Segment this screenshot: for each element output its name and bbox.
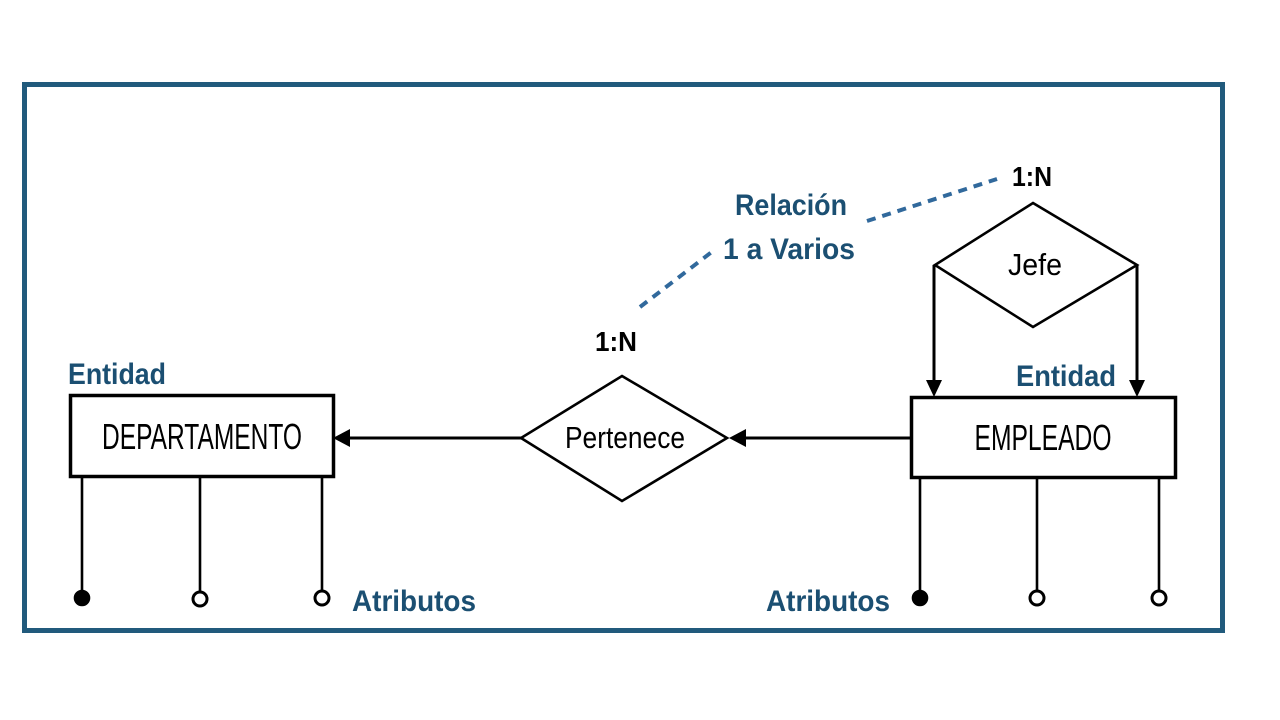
empleado-attribute-icon xyxy=(1150,589,1168,607)
relationship-jefe-label: Jefe xyxy=(1008,247,1062,282)
relationship-jefe-diamond xyxy=(932,201,1140,329)
arrowhead-left-into-pertenece-icon xyxy=(729,429,746,447)
callout-dash-to-pertenece-cardinality xyxy=(638,249,715,309)
entity-empleado-box xyxy=(909,395,1178,480)
departamento-attribute-icon xyxy=(313,589,331,607)
empleado-key-attribute-icon xyxy=(911,589,929,607)
diagram-frame-border xyxy=(22,82,1225,633)
pertenece-cardinality-label: 1:N xyxy=(595,326,637,357)
relationship-pertenece-diamond xyxy=(518,374,730,503)
annotation-atributos-right: Atributos xyxy=(766,585,890,618)
arrowhead-left-into-departamento-icon xyxy=(333,429,350,447)
jefe-cardinality-label: 1:N xyxy=(1012,161,1052,192)
callout-dash-to-jefe-cardinality xyxy=(866,177,998,223)
departamento-attribute-icon xyxy=(191,590,209,608)
entity-departamento-box xyxy=(68,393,336,479)
arrowhead-down-right-icon xyxy=(1129,380,1145,397)
empleado-attribute-icon xyxy=(1028,589,1046,607)
annotation-entidad-right: Entidad xyxy=(1016,360,1116,393)
entity-empleado-label: EMPLEADO xyxy=(975,417,1112,458)
relationship-pertenece-label: Pertenece xyxy=(565,420,685,455)
entity-departamento-label: DEPARTAMENTO xyxy=(102,416,302,457)
departamento-key-attribute-icon xyxy=(73,589,91,607)
annotation-entidad-left: Entidad xyxy=(68,358,166,391)
annotation-relacion-line2: 1 a Varios xyxy=(723,233,855,266)
annotation-atributos-left: Atributos xyxy=(352,585,476,618)
annotation-relacion-line1: Relación xyxy=(735,189,847,222)
arrowhead-down-left-icon xyxy=(926,380,942,397)
